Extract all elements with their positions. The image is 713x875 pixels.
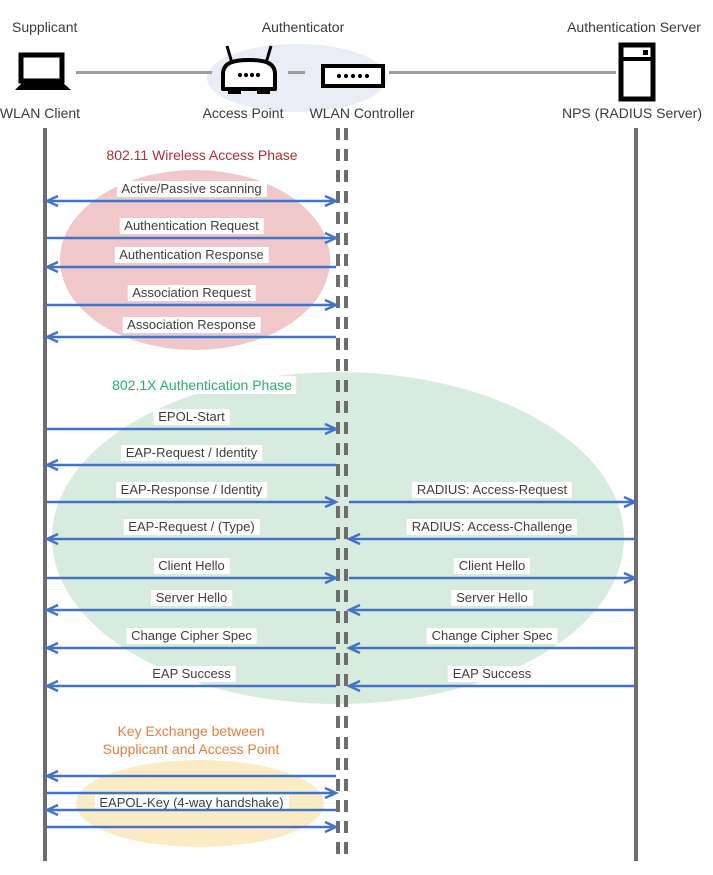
message-label: EAP-Response / Identity bbox=[115, 482, 268, 498]
device-connector-line bbox=[76, 71, 212, 74]
message-label: EAPOL-Key (4-way handshake) bbox=[94, 795, 289, 811]
laptop-icon bbox=[12, 52, 74, 97]
phase3-title-line2: Supplicant and Access Point bbox=[99, 740, 283, 758]
device-label-nps-radius-server: NPS (RADIUS Server) bbox=[561, 105, 703, 121]
message-label: Authentication Response bbox=[114, 247, 269, 263]
message-label: EAP-Request / (Type) bbox=[123, 519, 260, 535]
role-label-authenticator: Authenticator bbox=[261, 19, 345, 35]
role-label-supplicant: Supplicant bbox=[12, 19, 78, 35]
message-label: Active/Passive scanning bbox=[116, 181, 267, 197]
wlan-controller-icon bbox=[321, 64, 385, 93]
phase3-title: Key Exchange between Supplicant and Acce… bbox=[99, 722, 283, 758]
message-label: Association Request bbox=[127, 285, 256, 301]
lifeline-wlan-controller-dashed-right bbox=[344, 128, 348, 855]
role-label-authentication-server: Authentication Server bbox=[567, 19, 701, 35]
message-label: EPOL-Start bbox=[153, 409, 230, 425]
message-label: EAP-Request / Identity bbox=[120, 445, 263, 461]
phase2-title: 802.1X Authentication Phase bbox=[108, 376, 296, 394]
phase3-title-line1: Key Exchange between bbox=[99, 722, 283, 740]
message-label: Authentication Request bbox=[119, 218, 264, 234]
access-point-icon bbox=[218, 44, 280, 103]
message-label: Client Hello bbox=[453, 558, 531, 574]
lifeline-wlan-controller-dashed-left bbox=[336, 128, 340, 855]
device-connector-line bbox=[288, 71, 305, 74]
message-label: Association Response bbox=[122, 317, 261, 333]
message-label: Server Hello bbox=[150, 590, 233, 606]
device-label-wlan-client: WLAN Client bbox=[0, 105, 81, 121]
message-label: RADIUS: Access-Challenge bbox=[406, 519, 578, 535]
message-label: Server Hello bbox=[451, 590, 533, 606]
server-icon bbox=[618, 42, 656, 107]
lifeline-wlan-client bbox=[43, 128, 47, 861]
device-label-access-point: Access Point bbox=[202, 105, 284, 121]
message-label: EAP Success bbox=[147, 666, 236, 682]
message-label: Client Hello bbox=[153, 558, 230, 574]
device-label-wlan-controller: WLAN Controller bbox=[309, 105, 415, 121]
device-connector-line bbox=[389, 71, 616, 74]
message-label: RADIUS: Access-Request bbox=[411, 482, 573, 498]
message-label: Change Cipher Spec bbox=[126, 628, 257, 644]
lifeline-nps-server bbox=[634, 128, 638, 861]
phase1-title: 802.11 Wireless Access Phase bbox=[102, 146, 302, 164]
message-label: Change Cipher Spec bbox=[426, 628, 558, 644]
message-label: EAP Success bbox=[447, 666, 537, 682]
